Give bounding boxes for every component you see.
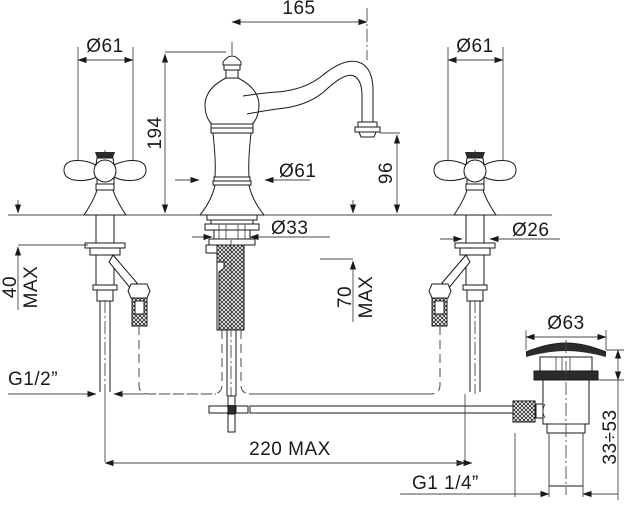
dimension-label-d61-right: Ø61 xyxy=(456,36,493,57)
dimension-label-70: 70 xyxy=(335,286,356,308)
dimension-label-d61-center: Ø61 xyxy=(279,161,316,182)
dimension-handle-shank-diameter: Ø26 xyxy=(440,220,560,243)
dimension-waste-flange-diameter: Ø63 xyxy=(525,313,607,350)
cross-handle-right xyxy=(249,150,517,395)
dimension-label-d33: Ø33 xyxy=(271,218,308,239)
dimension-spout-base-diameter: Ø61 xyxy=(175,161,316,184)
dimension-spout-height: 194 xyxy=(145,51,226,214)
cross-handle-left xyxy=(63,150,216,395)
dimension-spout-reach: 165 xyxy=(231,0,368,26)
thread-callout-supply: G1/2” xyxy=(8,369,145,398)
dimension-spread-max: 220 MAX xyxy=(104,394,466,467)
dimension-label-33-53: 33÷53 xyxy=(600,409,621,464)
swan-neck-spout xyxy=(242,8,381,138)
dimension-handle-left-diameter: Ø61 xyxy=(77,36,134,160)
thread-label-g-half-inch: G1/2” xyxy=(8,369,58,390)
dimension-label-d63: Ø63 xyxy=(547,313,584,334)
pop-up-lift-rod xyxy=(208,395,516,433)
dimension-label-194: 194 xyxy=(145,116,166,149)
dimension-left-thickness-max: 40 MAX xyxy=(0,200,88,310)
dimension-label-165: 165 xyxy=(282,0,315,19)
dimension-label-40-max: MAX xyxy=(21,266,42,309)
dimension-label-d26: Ø26 xyxy=(512,220,549,241)
center-shank-assembly xyxy=(149,214,430,400)
thread-label-g1-quarter-inch: G1 1/4” xyxy=(412,473,479,494)
dimension-waste-height-range: 33÷53 xyxy=(598,349,624,500)
pop-up-waste-assembly xyxy=(512,340,607,495)
dimension-center-shank-diameter: Ø33 xyxy=(192,218,330,241)
dimension-spout-outlet-height: 96 xyxy=(376,132,401,214)
dimension-label-220-max: 220 MAX xyxy=(249,439,331,460)
dimension-center-thickness-max: 70 MAX xyxy=(320,200,377,322)
dimension-label-40: 40 xyxy=(0,276,21,298)
dimension-handle-right-diameter: Ø61 xyxy=(447,36,504,160)
dimension-label-96: 96 xyxy=(376,162,397,184)
dimension-label-d61-left: Ø61 xyxy=(86,36,123,57)
spout-body-center xyxy=(198,42,266,250)
thread-callout-waste: G1 1/4” xyxy=(400,433,618,498)
dimension-label-70-max: MAX xyxy=(356,276,377,319)
